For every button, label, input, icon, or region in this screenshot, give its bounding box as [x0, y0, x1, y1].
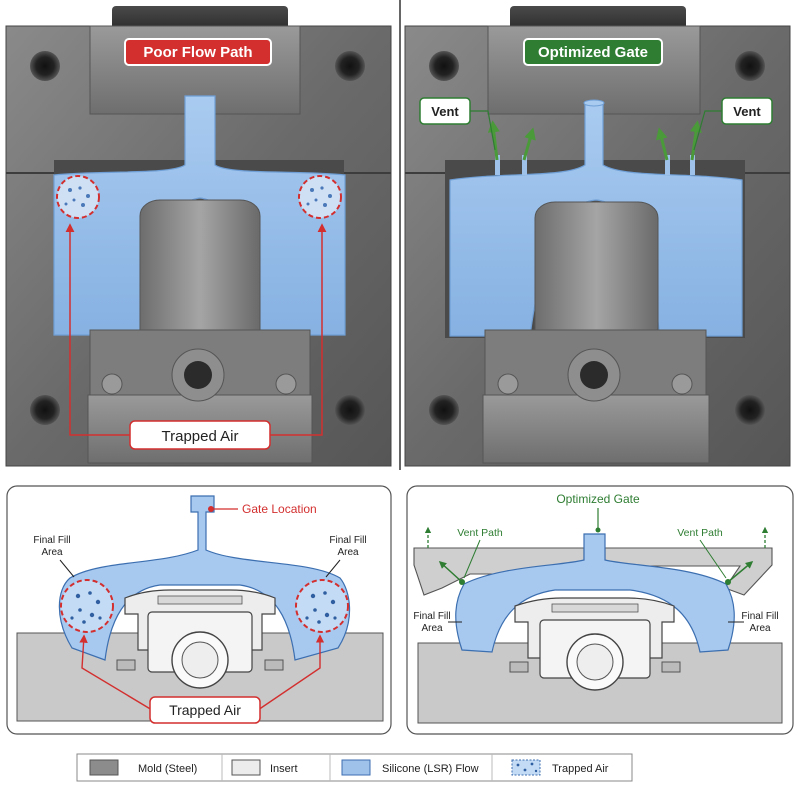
- optimized-gate-label: Optimized Gate: [556, 492, 640, 506]
- final-fill-right-line1: Final Fill: [741, 611, 778, 622]
- mold-photo-optimized: Vent Vent Optimized Gate: [404, 6, 791, 467]
- bolt-hole: [30, 395, 60, 425]
- legend-swatch-mold: [89, 759, 119, 776]
- final-fill-right-line2: Area: [337, 547, 359, 558]
- final-fill-left-line1: Final Fill: [33, 535, 70, 546]
- bolt-hole: [335, 395, 365, 425]
- legend-label-silicone: Silicone (LSR) Flow: [382, 763, 479, 775]
- legend-label-insert: Insert: [270, 763, 298, 775]
- trapped-air-schematic-label: Trapped Air: [169, 702, 241, 718]
- vent-label-left: Vent: [431, 104, 459, 119]
- legend-label-air: Trapped Air: [552, 763, 609, 775]
- poor-flow-title: Poor Flow Path: [143, 44, 252, 61]
- schematic-optimized: Optimized Gate Vent Path Vent Path Final…: [406, 485, 794, 735]
- threaded-port: [184, 361, 212, 389]
- final-fill-right-line1: Final Fill: [329, 535, 366, 546]
- trapped-air-left: [60, 579, 114, 633]
- threaded-port: [580, 361, 608, 389]
- trapped-air-left-photo: [56, 175, 100, 219]
- trapped-air-right: [295, 579, 349, 633]
- legend-label-mold: Mold (Steel): [138, 763, 197, 775]
- silicone-flow: [449, 102, 743, 337]
- schematic-poor: Gate Location Final Fill Area Final Fill…: [6, 485, 392, 735]
- legend-swatch-silicone: [341, 759, 371, 776]
- legend-swatch-insert: [231, 759, 261, 776]
- optimized-gate-title: Optimized Gate: [538, 44, 648, 61]
- final-fill-left-line2: Area: [41, 547, 63, 558]
- optimized-gate-badge: [523, 38, 663, 66]
- mold-photo-poor: Poor Flow Path Trapped Air: [5, 6, 392, 467]
- final-fill-left-line2: Area: [421, 623, 443, 634]
- trapped-air-right-photo: [298, 175, 342, 219]
- gate-location-label: Gate Location: [242, 502, 317, 516]
- legend: Mold (Steel) Insert Silicone (LSR) Flow …: [76, 753, 633, 782]
- silicone-part: [455, 533, 735, 653]
- trapped-air-callout: [149, 696, 261, 724]
- silicone-flow: [53, 95, 346, 336]
- legend-swatch-air: [511, 759, 541, 776]
- trapped-air-callout: [129, 420, 271, 450]
- poor-flow-badge: [124, 38, 272, 66]
- vent-label-right: Vent: [733, 104, 761, 119]
- final-fill-right-line2: Area: [749, 623, 771, 634]
- trapped-air-label: Trapped Air: [162, 428, 239, 445]
- vent-path-left-label: Vent Path: [457, 527, 503, 539]
- core-insert: [139, 199, 261, 336]
- vent-path-right-label: Vent Path: [677, 527, 723, 539]
- final-fill-left-line1: Final Fill: [413, 611, 450, 622]
- bolt-hole: [30, 51, 60, 81]
- silicone-part: [58, 495, 351, 661]
- bolt-hole: [335, 51, 365, 81]
